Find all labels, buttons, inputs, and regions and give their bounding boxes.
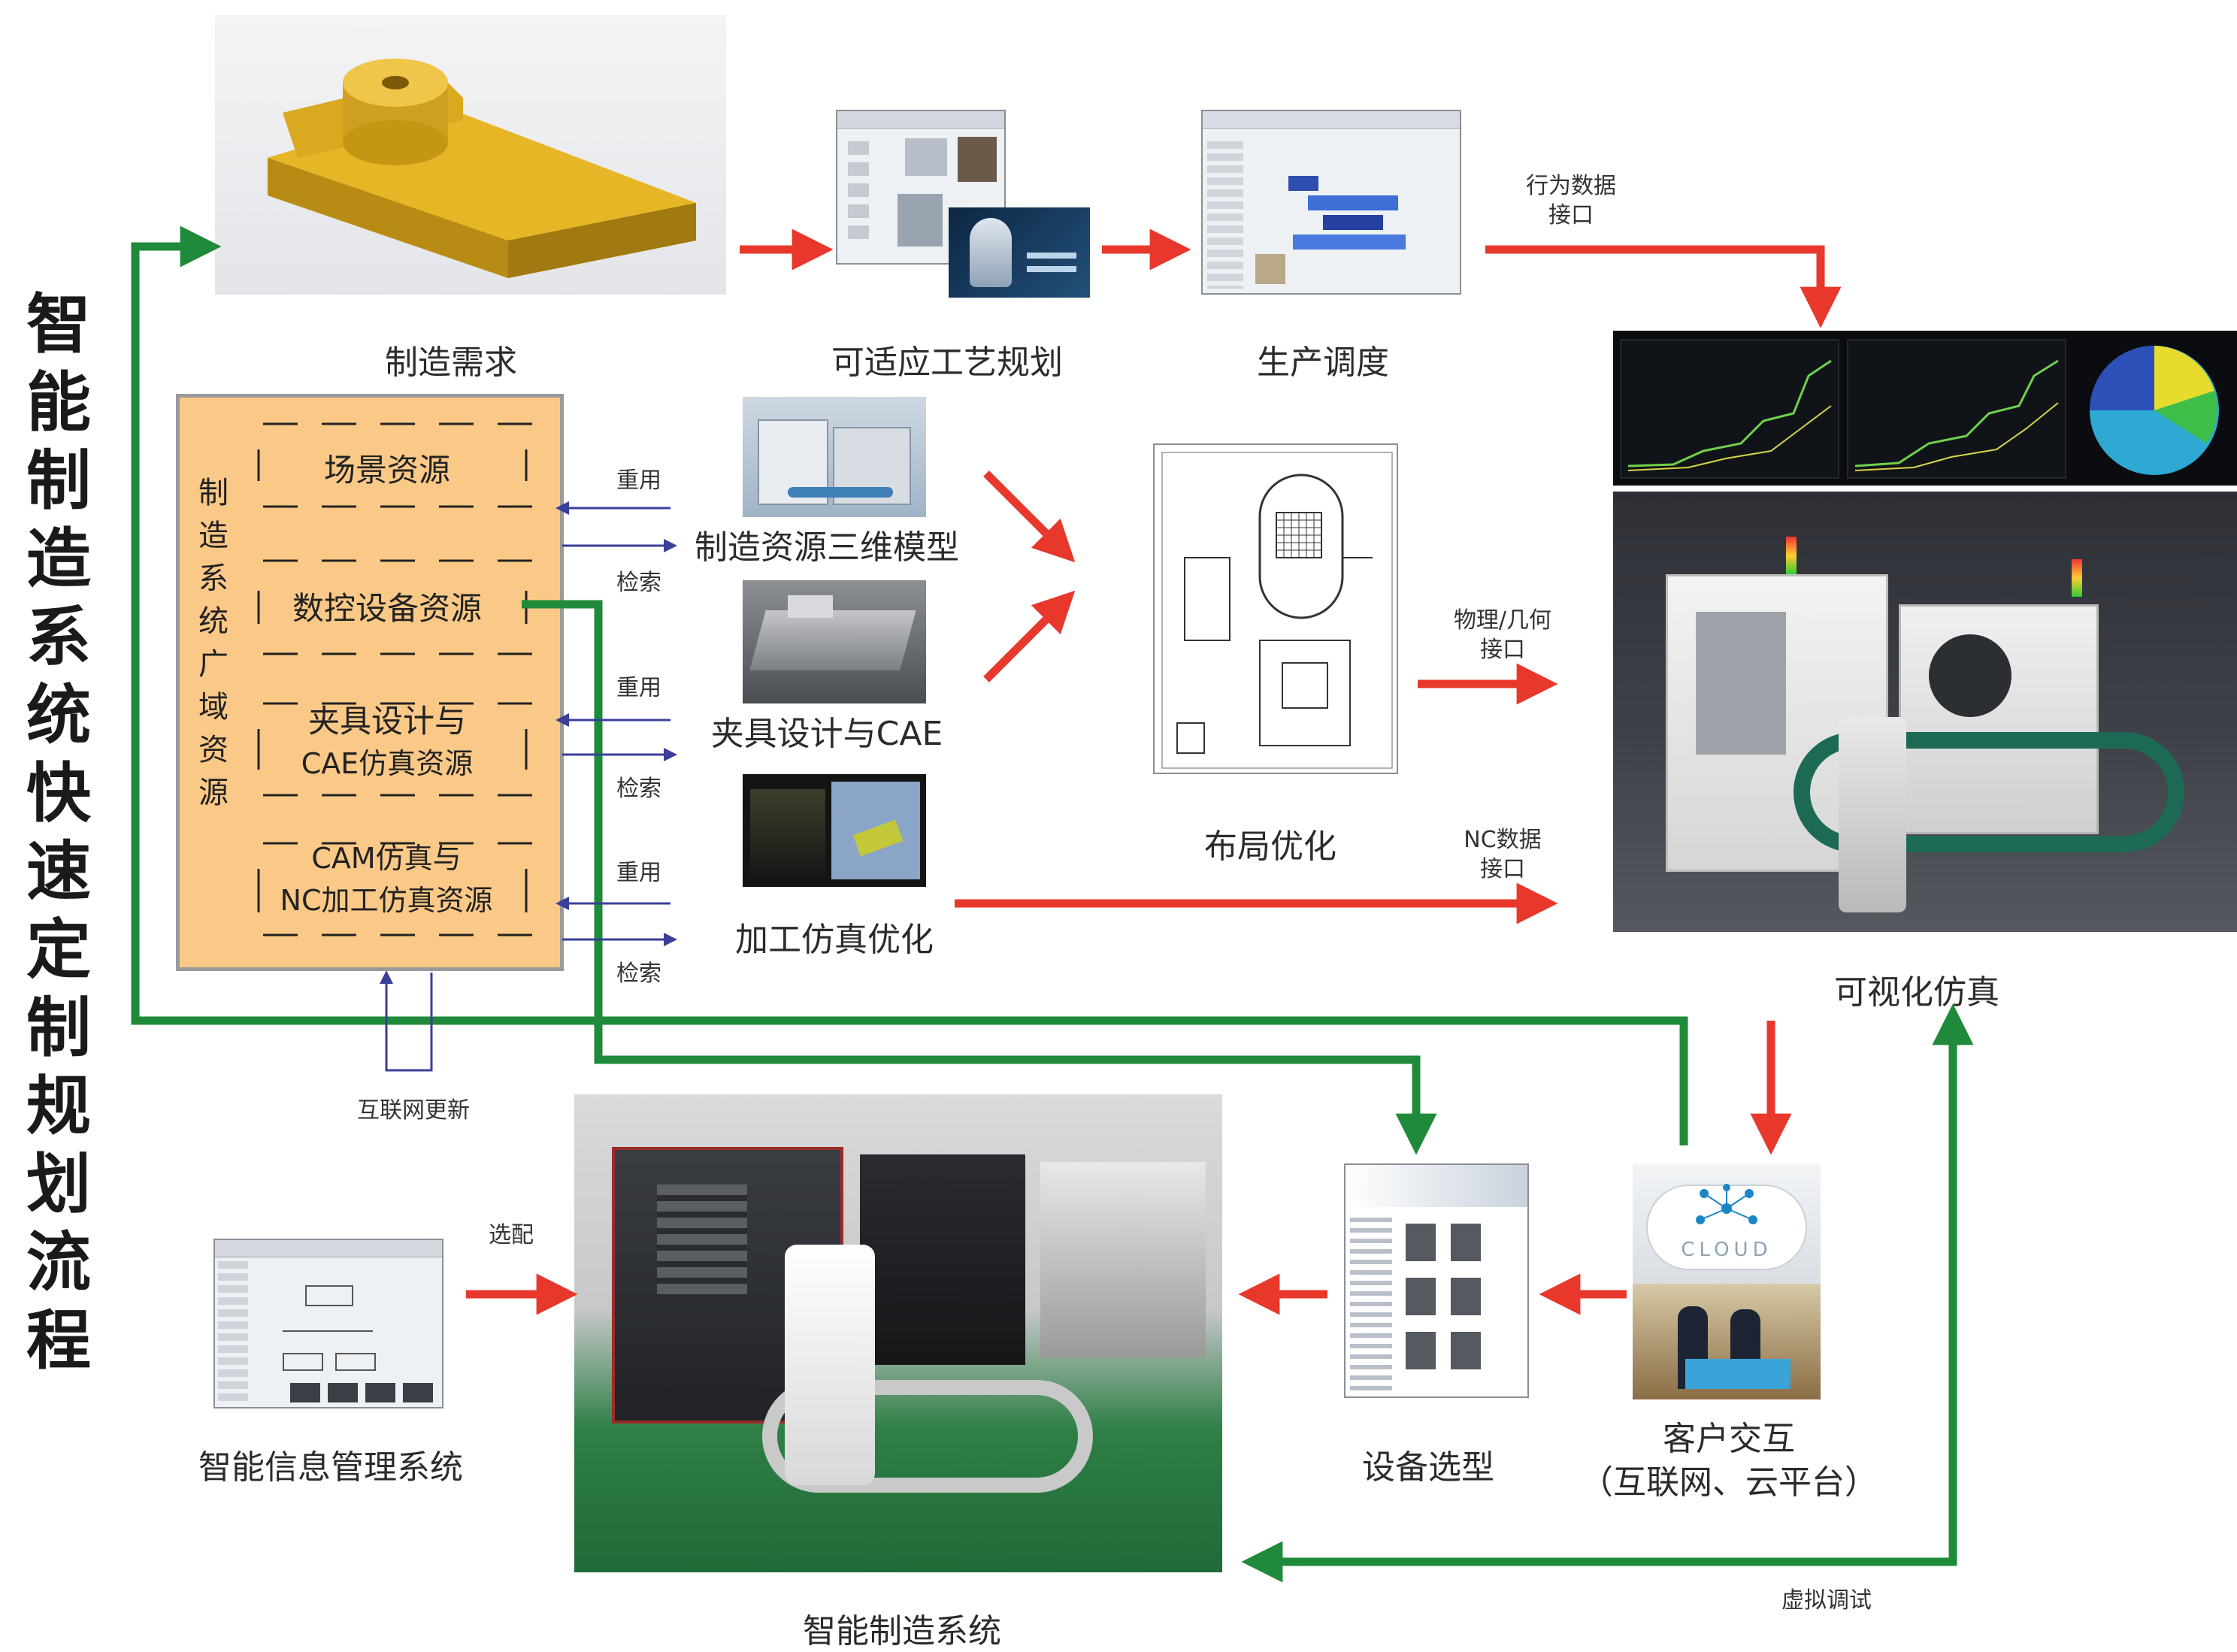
label-resource-3d: 制造资源三维模型 [695, 528, 959, 567]
edge-select-match: 选配 [489, 1222, 534, 1248]
cloud-label: CLOUD [1681, 1239, 1772, 1261]
resource-3d-image [743, 397, 926, 517]
resource-box [176, 394, 564, 971]
arrow-internet-update [380, 970, 433, 1072]
label-customer: 客户交互 （互联网、云平台） [1580, 1420, 1878, 1502]
resource-box-label: 制造系统广域资源 [198, 476, 229, 810]
customer-photo [1633, 1284, 1821, 1399]
arrow-fixture-to-layout [983, 590, 1076, 682]
edge-search-1: 检索 [616, 570, 661, 596]
label-layout-opt: 布局优化 [1204, 828, 1336, 866]
scheduling-screenshot [1201, 110, 1461, 295]
diagram-title: 智能制造系统快速定制规划流程 [26, 287, 91, 1378]
layout-drawing [1153, 443, 1398, 774]
edge-behavior-interface: 行为数据 接口 [1526, 173, 1616, 228]
resource-cnc: 数控设备资源 [292, 590, 482, 627]
resource-scene: 场景资源 [323, 452, 450, 489]
label-scheduling: 生产调度 [1257, 343, 1389, 382]
resource-box-dividers [257, 422, 537, 936]
edge-search-2: 检索 [616, 776, 661, 802]
label-info-system: 智能信息管理系统 [198, 1448, 463, 1487]
label-visual-sim: 可视化仿真 [1834, 973, 1999, 1012]
robot-ui-screenshot [949, 207, 1090, 298]
factory-photo [574, 1094, 1222, 1572]
equipment-select-screenshot [1344, 1163, 1529, 1398]
resource-fixture-cae: 夹具设计与 CAE仿真资源 [301, 703, 474, 780]
resource-cam-nc: CAM仿真与 NC加工仿真资源 [280, 842, 493, 917]
arrow-resource-to-layout [983, 470, 1076, 563]
arrow-green-to-demand [131, 225, 1688, 1145]
edge-search-3: 检索 [616, 961, 661, 987]
fixture-image [743, 580, 926, 703]
arrow-green-cnc-to-equipment [522, 600, 1437, 1155]
label-process-planning: 可适应工艺规划 [831, 343, 1063, 382]
label-mfg-system: 智能制造系统 [803, 1612, 1001, 1650]
edge-reuse-1: 重用 [616, 467, 661, 494]
arrow-green-virtual-debug [1241, 1033, 1957, 1583]
process-planning-screenshot [836, 110, 1006, 265]
cell-3d-render [1613, 492, 2237, 932]
edge-nc-interface: NC数据 接口 [1464, 827, 1542, 882]
label-machining-sim: 加工仿真优化 [735, 921, 934, 959]
monitoring-charts [1613, 331, 2237, 486]
label-fixture-cae: 夹具设计与CAE [710, 715, 943, 753]
part-model-image [215, 15, 726, 295]
edge-reuse-2: 重用 [616, 675, 661, 701]
machining-sim-image [743, 774, 926, 887]
edge-internet-update: 互联网更新 [357, 1097, 470, 1124]
edge-physical-interface: 物理/几何 接口 [1453, 607, 1552, 663]
edge-virtual-debug: 虚拟调试 [1781, 1587, 1872, 1614]
label-demand: 制造需求 [385, 343, 517, 382]
edge-reuse-3: 重用 [616, 860, 661, 886]
cloud-image: CLOUD [1633, 1163, 1821, 1284]
info-system-screenshot [213, 1239, 443, 1408]
label-equipment-select: 设备选型 [1362, 1448, 1494, 1487]
arrow-scheduling-to-visual [1485, 245, 1842, 328]
